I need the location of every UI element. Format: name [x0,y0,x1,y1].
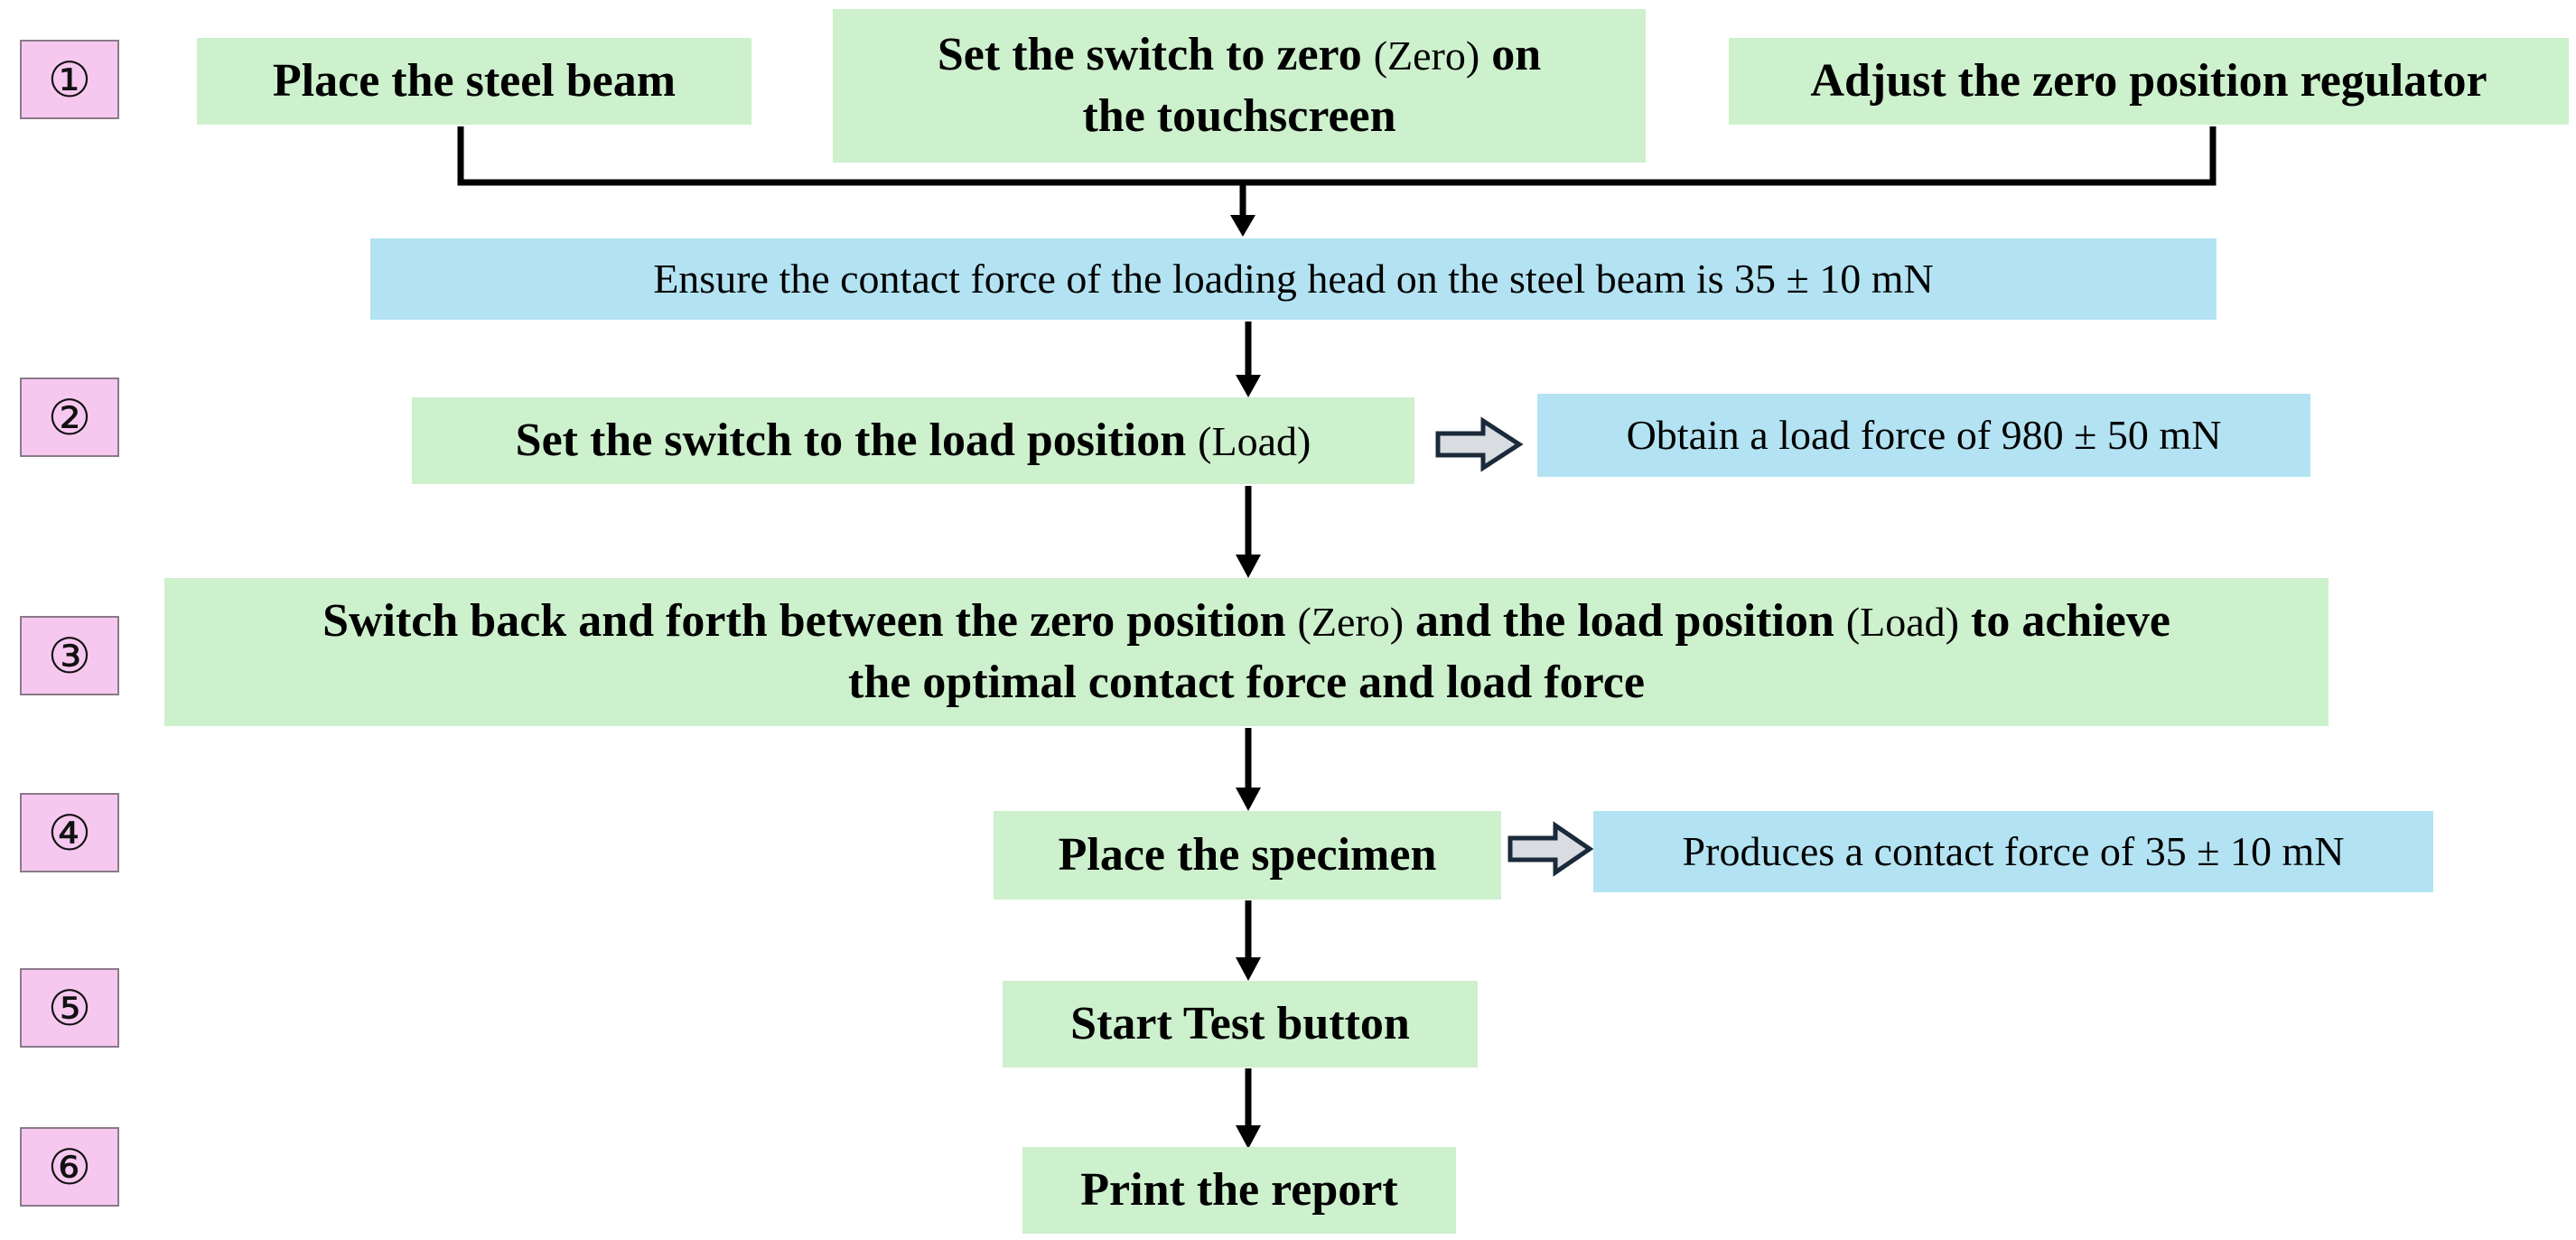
print-report-label: Print the report [1080,1164,1398,1217]
set-load-box: Set the switch to the load position (Loa… [412,397,1414,484]
obtain-load-label: Obtain a load force of 980 ± 50 mN [1626,412,2222,459]
set-zero-line2: the touchscreen [1082,90,1396,142]
set-load-paren: (Load) [1198,418,1311,465]
step-marker-6: ⑥ [20,1127,119,1207]
step-marker-5: ⑤ [20,968,119,1048]
step-marker-1: ① [20,40,119,119]
place-steel-beam-label: Place the steel beam [272,55,677,107]
set-zero-line1: Set the switch to zero (Zero) on [938,24,1541,86]
adjust-zero-label: Adjust the zero position regulator [1810,55,2487,107]
switch-paren-load: (Load) [1845,599,1959,646]
adjust-zero-box: Adjust the zero position regulator [1729,38,2569,125]
print-report-box: Print the report [1022,1147,1456,1234]
set-zero-box: Set the switch to zero (Zero) on the tou… [833,9,1646,163]
set-load-main: Set the switch to the load position [515,415,1187,467]
switch-paren-zero: (Zero) [1297,599,1405,646]
switch-part-b: and the load position [1415,595,1834,648]
set-zero-paren: (Zero) [1373,33,1480,79]
step-marker-2: ② [20,378,119,457]
ensure-contact-label: Ensure the contact force of the loading … [653,256,1934,303]
produces-contact-label: Produces a contact force of 35 ± 10 mN [1682,828,2345,875]
ensure-contact-box: Ensure the contact force of the loading … [370,238,2217,320]
switch-part-a: Switch back and forth between the zero p… [322,595,1286,648]
switch-line2: the optimal contact force and load force [848,657,1645,708]
produces-contact-box: Produces a contact force of 35 ± 10 mN [1593,811,2433,892]
obtain-load-box: Obtain a load force of 980 ± 50 mN [1537,394,2310,477]
switch-part-c: to achieve [1971,595,2170,648]
switch-back-forth-box: Switch back and forth between the zero p… [164,578,2329,726]
side-arrow-specimen [1507,821,1594,877]
set-zero-tail: on [1491,29,1542,81]
start-test-box: Start Test button [1003,981,1478,1068]
merge-bracket [457,126,2217,186]
place-specimen-label: Place the specimen [1058,829,1437,881]
place-specimen-box: Place the specimen [994,811,1501,900]
start-test-label: Start Test button [1070,998,1410,1050]
step-marker-3: ③ [20,616,119,695]
switch-line1: Switch back and forth between the zero p… [322,591,2170,652]
set-zero-main: Set the switch to zero [937,29,1362,81]
place-steel-beam-box: Place the steel beam [197,38,751,125]
step-marker-4: ④ [20,793,119,872]
side-arrow-load [1435,416,1524,472]
